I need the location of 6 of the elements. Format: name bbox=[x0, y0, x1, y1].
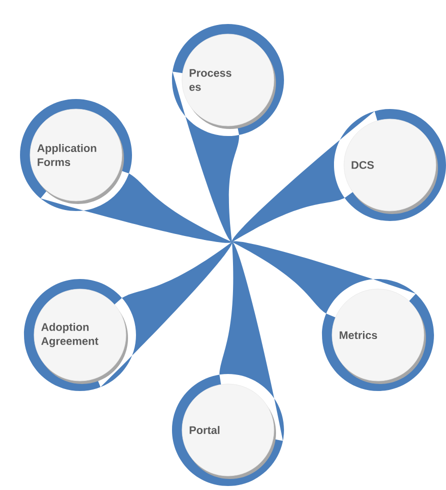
circle-node: Portal bbox=[182, 384, 276, 479]
circle-node: Adoption Agreement bbox=[34, 288, 128, 384]
circle-node: Metrics bbox=[332, 288, 426, 384]
circle-node: DCS bbox=[344, 118, 438, 214]
circle-node: Application Forms bbox=[30, 108, 124, 204]
circle-node: Process es bbox=[182, 34, 276, 129]
